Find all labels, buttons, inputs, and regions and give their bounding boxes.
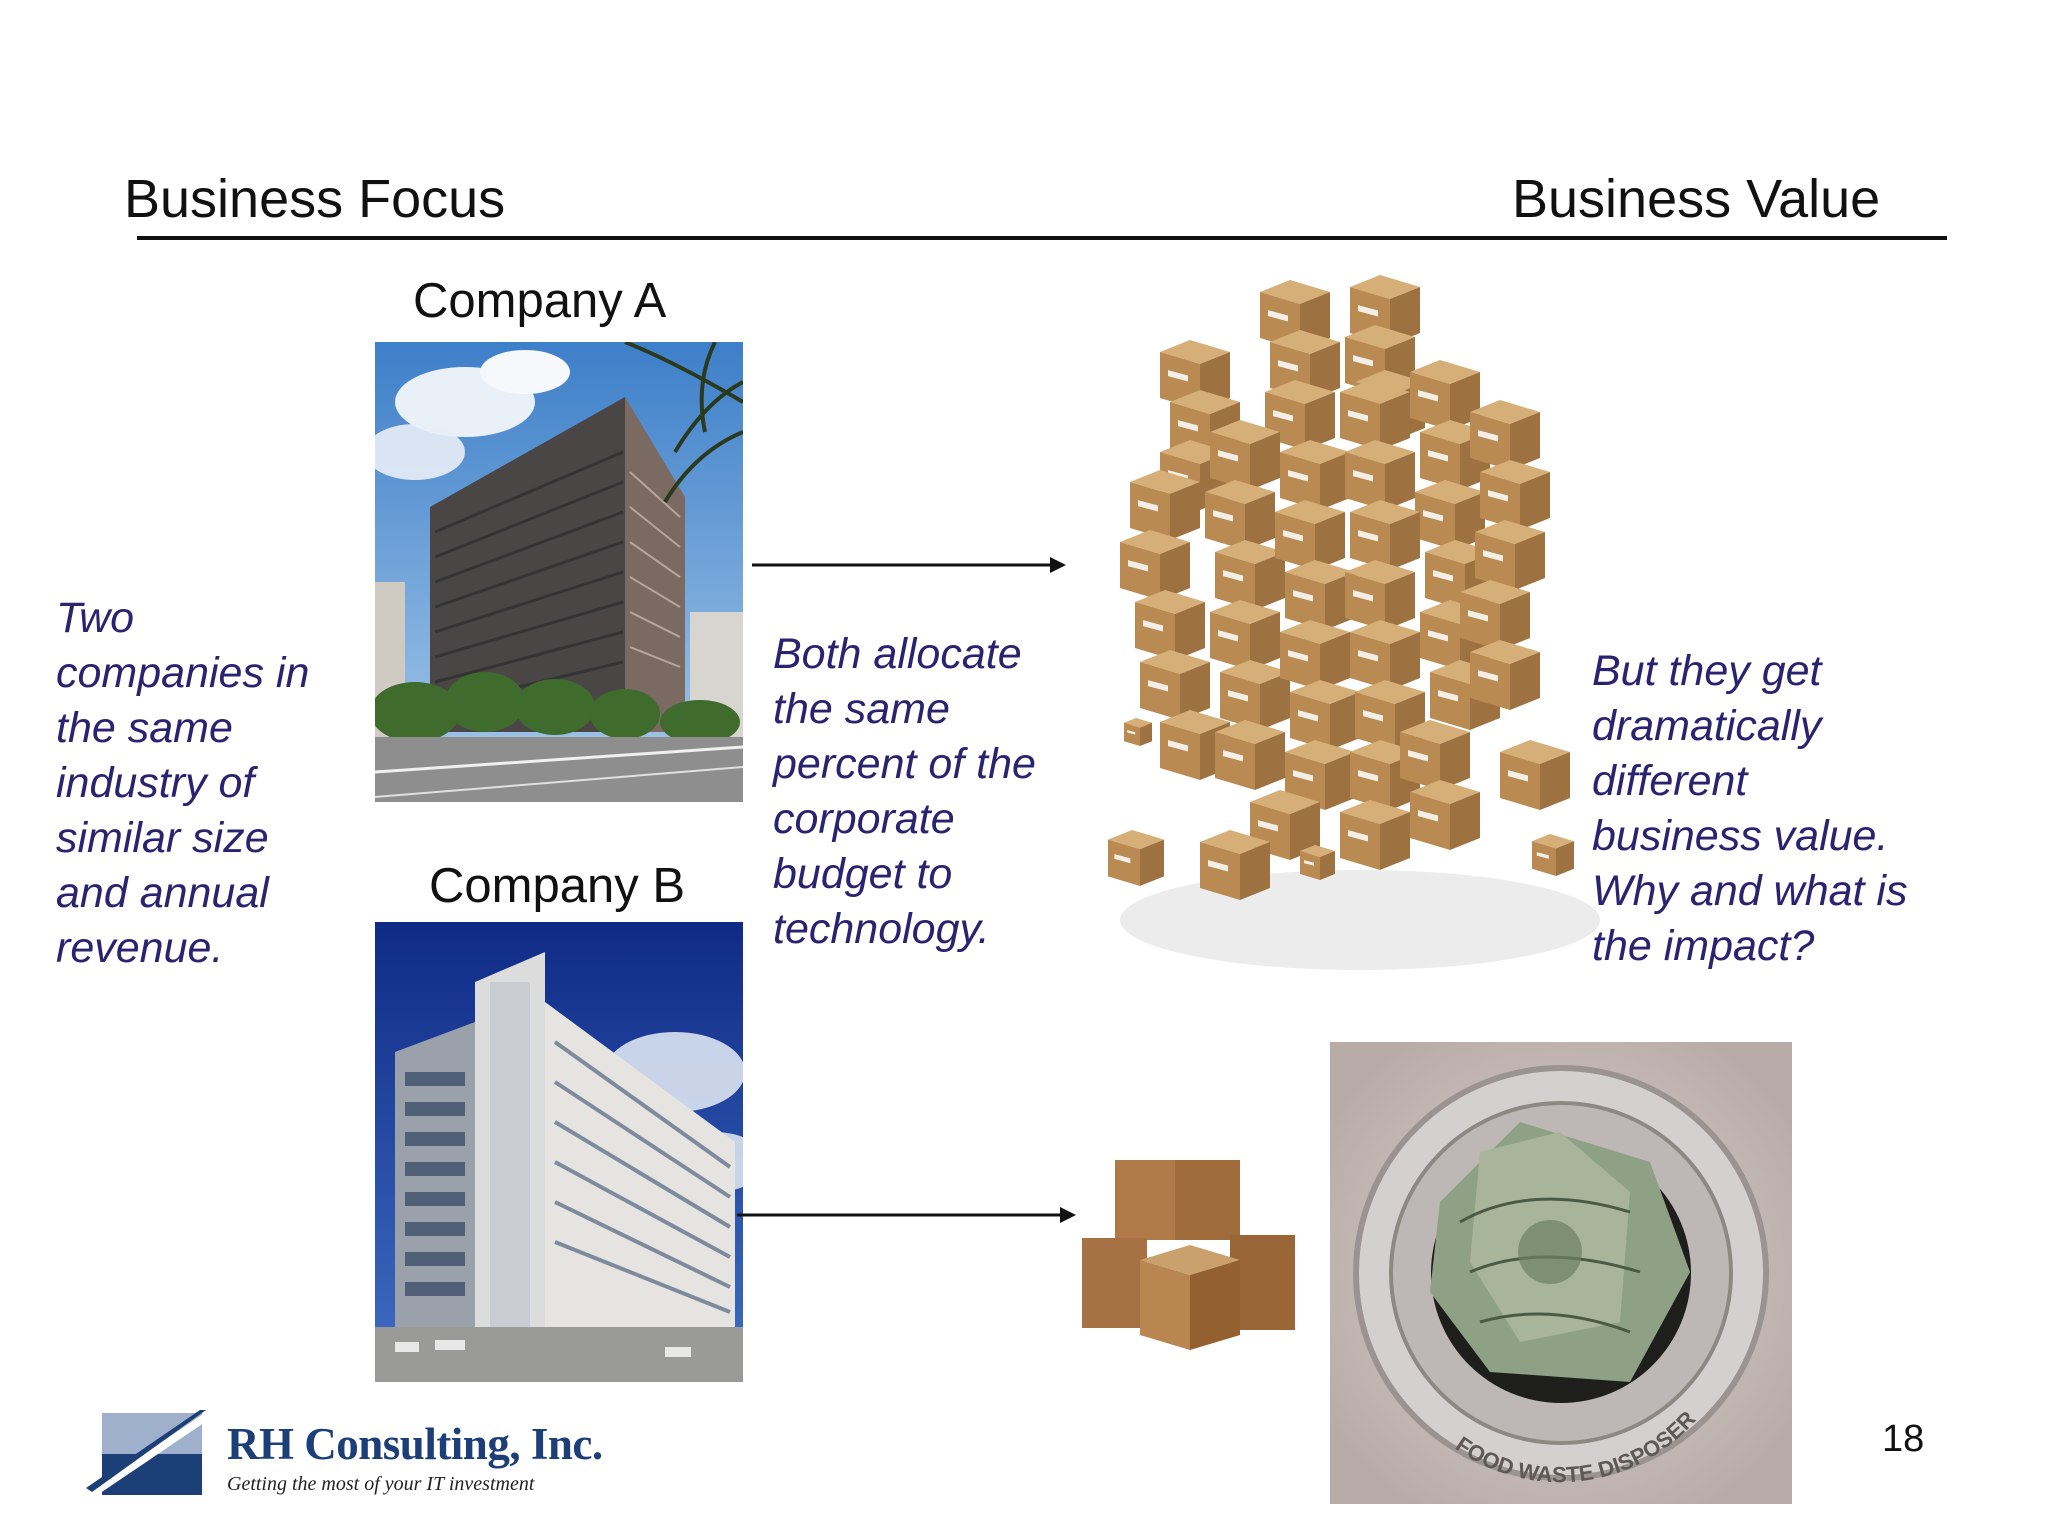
- arrow-company-b: [737, 1207, 1076, 1223]
- logo-company-name: RH Consulting, Inc.: [227, 1419, 603, 1469]
- page-number: 18: [1882, 1418, 1925, 1460]
- company-a-building-photo: [375, 342, 743, 802]
- company-b-building-photo: [375, 922, 743, 1382]
- section-title-business-focus: Business Focus: [124, 169, 506, 229]
- company-b-label: Company B: [429, 859, 686, 913]
- money-down-drain-image: FOOD WASTE DISPOSER: [1330, 1042, 1792, 1504]
- intro-text: Two companies in the same industry of si…: [56, 594, 310, 972]
- section-title-business-value: Business Value: [1512, 169, 1881, 229]
- large-box-pile-image: [1108, 275, 1600, 970]
- header-divider: [137, 236, 1947, 240]
- company-a-label: Company A: [413, 274, 667, 328]
- value-question-text: But they get dramatically different busi…: [1592, 647, 1908, 970]
- small-box-pile-image: [1082, 1160, 1295, 1350]
- logo-mark-icon: [82, 1408, 217, 1500]
- company-logo: RH Consulting, Inc. Getting the most of …: [82, 1400, 603, 1510]
- budget-text: Both allocate the same percent of the co…: [773, 630, 1036, 953]
- arrow-company-a: [752, 557, 1066, 573]
- logo-tagline: Getting the most of your IT investment: [227, 1473, 535, 1495]
